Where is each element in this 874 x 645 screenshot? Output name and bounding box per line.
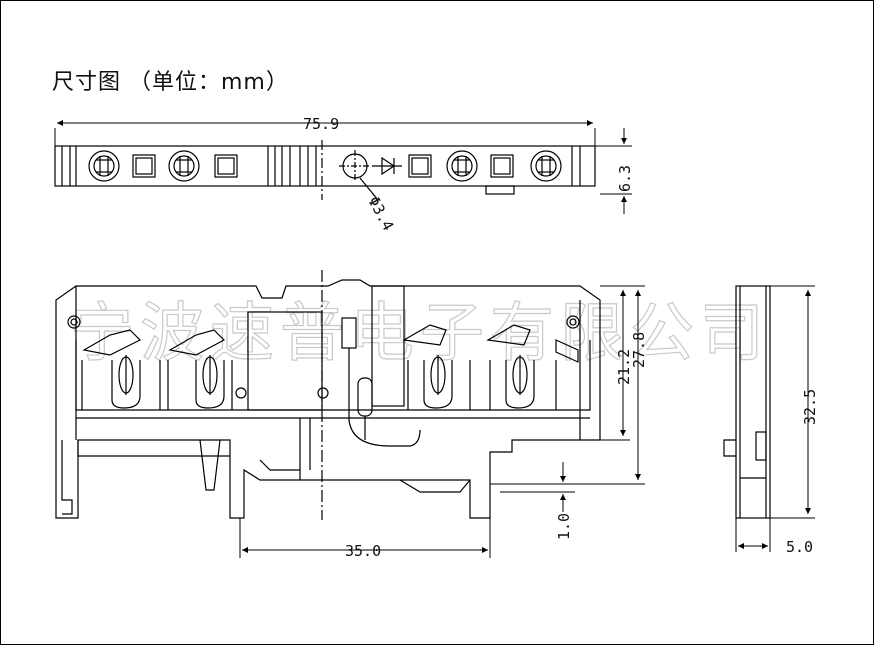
dim-total-length: 75.9: [54, 115, 596, 146]
dim-label-total-length: 75.9: [303, 115, 339, 133]
dim-bottom-gap: [500, 462, 575, 512]
dim-side-width: [735, 518, 771, 552]
top-view: [54, 140, 596, 201]
dim-label-top-height: 6.3: [616, 165, 634, 192]
dim-label-rail-width: 35.0: [345, 542, 381, 560]
dim-label-bottom-gap: 1.0: [555, 513, 573, 540]
dim-rail-width: [239, 518, 491, 558]
watermark-text: 宁波速普电子有限公司: [70, 297, 770, 371]
drawing-title: 尺寸图 （单位：mm）: [52, 70, 289, 95]
dim-label-side-height: 32.5: [801, 389, 819, 425]
side-view: [723, 285, 771, 519]
top-screw-1: [88, 150, 120, 182]
dim-label-height-inner: 21.2: [615, 349, 633, 385]
dim-heights: [490, 285, 645, 485]
top-screw-4: [530, 150, 562, 182]
dim-side-height: [770, 285, 815, 519]
front-view: [55, 270, 601, 520]
top-screw-3: [446, 150, 478, 182]
dim-label-side-width: 5.0: [786, 538, 813, 556]
top-screw-2: [168, 150, 200, 182]
dim-label-hole-diameter: Φ3.4: [364, 193, 397, 233]
dim-top-height: 6.3: [595, 128, 634, 214]
dim-label-height-total: 27.8: [630, 332, 648, 368]
